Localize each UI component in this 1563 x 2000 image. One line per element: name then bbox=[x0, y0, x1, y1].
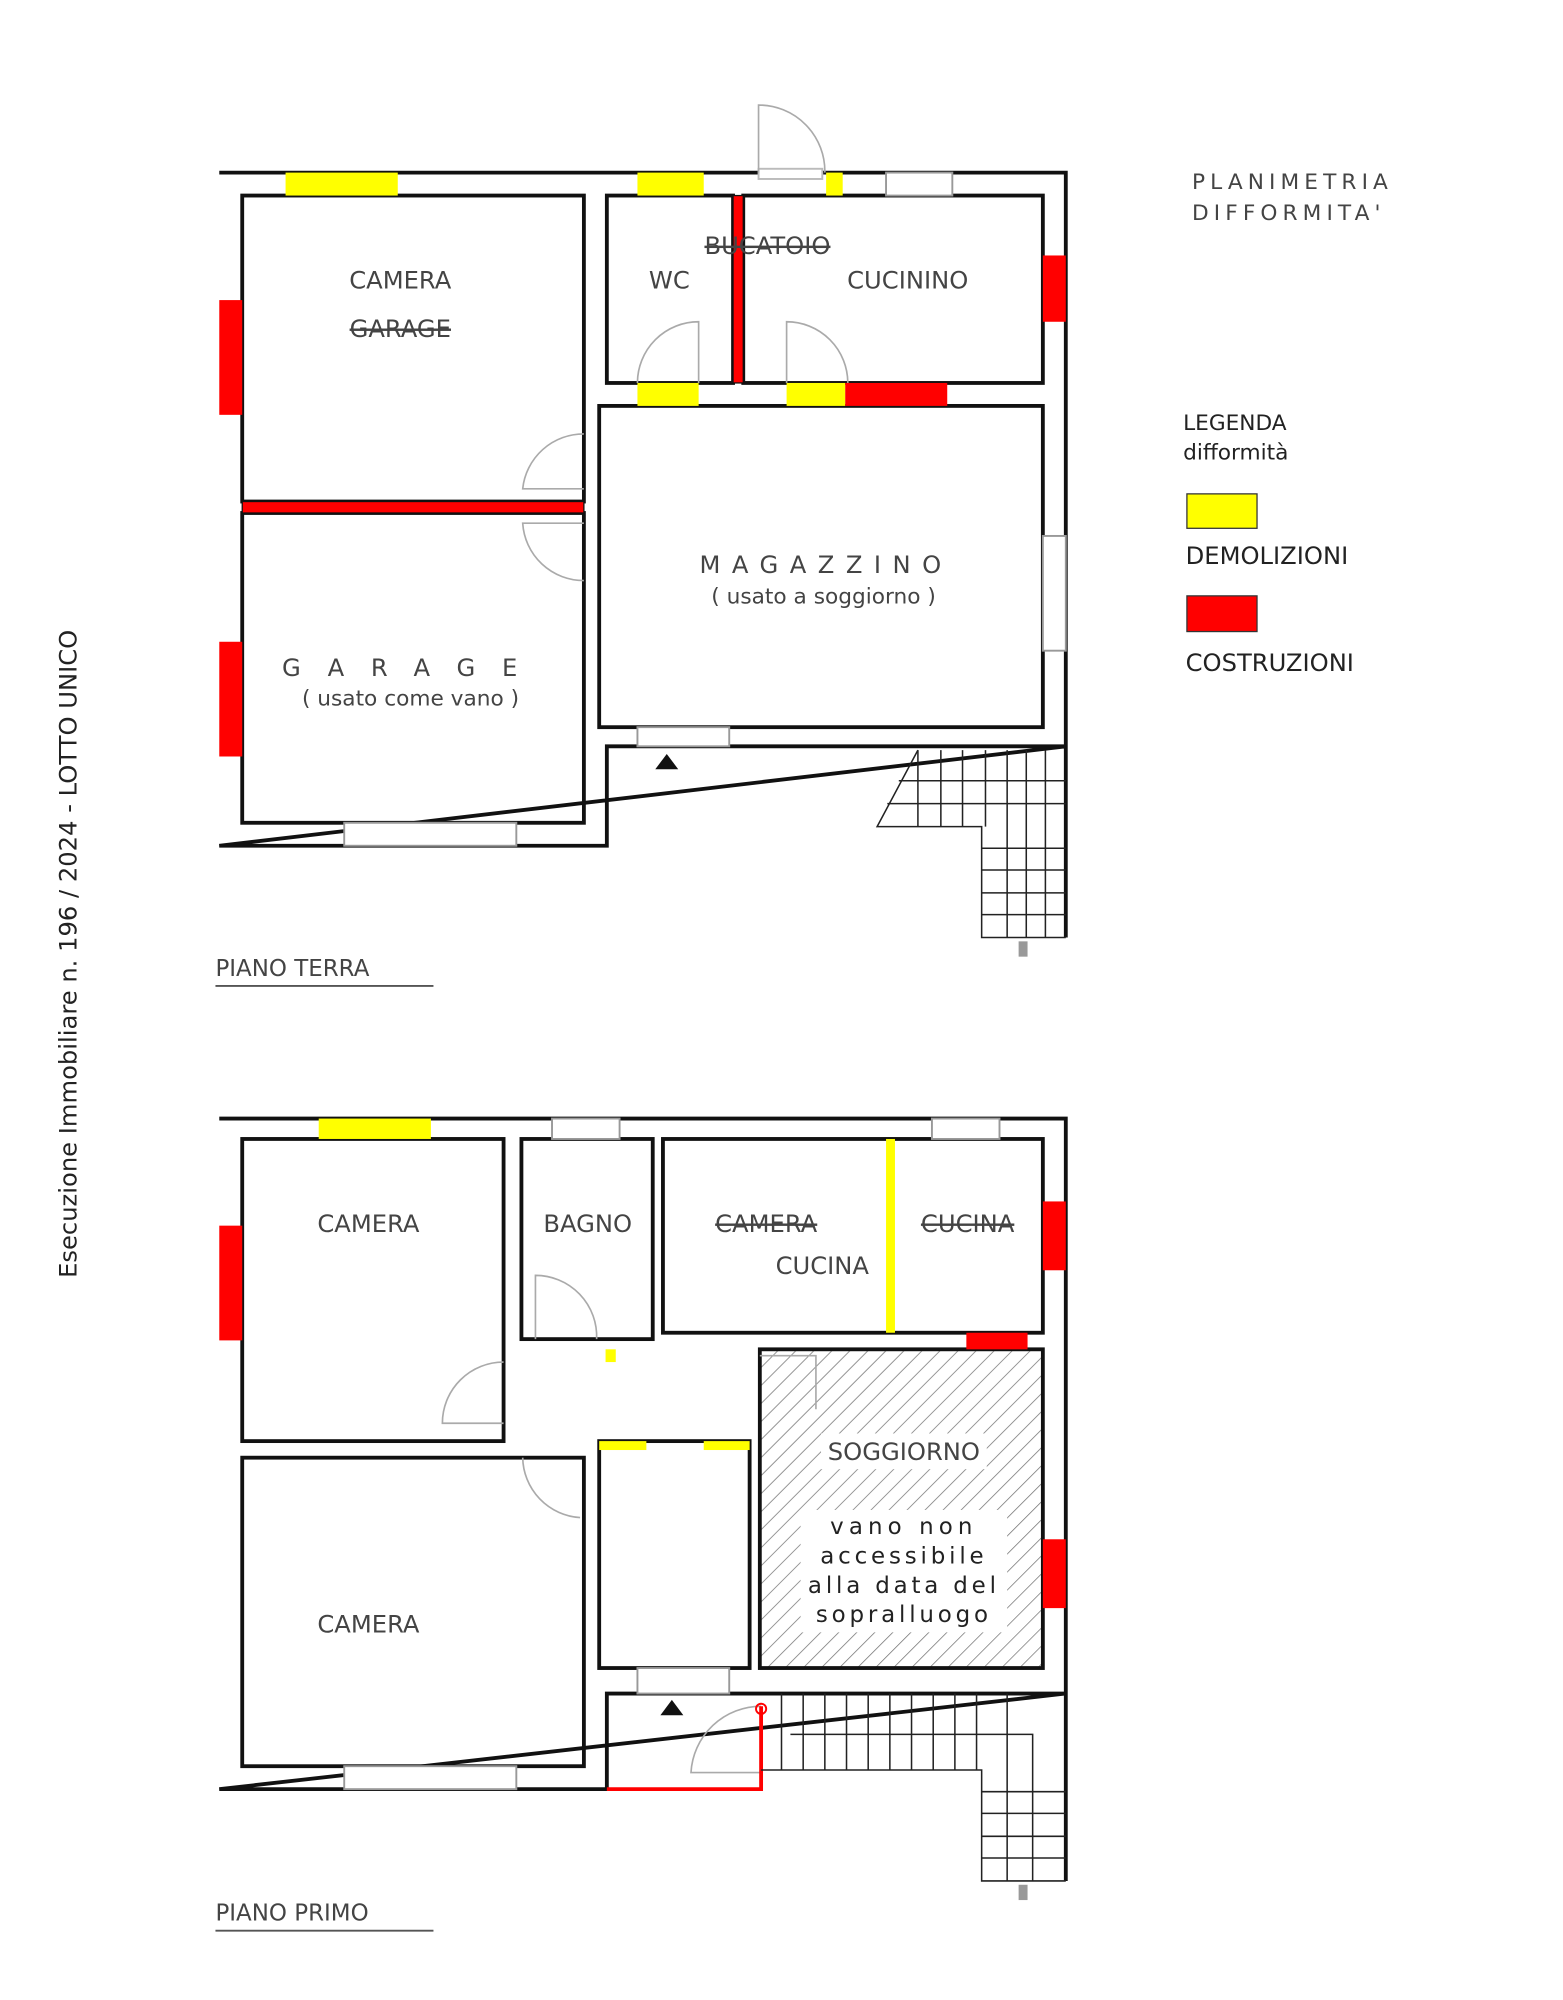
room-label-camera: CAMERA bbox=[317, 1210, 420, 1238]
construction-mark bbox=[732, 194, 744, 384]
demolition-mark bbox=[599, 1441, 647, 1451]
legend-label-demolition: DEMOLIZIONI bbox=[1186, 542, 1349, 570]
construction-mark bbox=[606, 1706, 764, 1792]
construction-mark bbox=[219, 641, 243, 757]
first-floor-plan: CAMERA BAGNO CAMERA CUCINA CUCINA SOGGIO… bbox=[215, 1116, 1068, 1932]
ground-floor-plan: CAMERA GARAGE WC BUCATOIO CUCININO MAGAZ… bbox=[215, 104, 1068, 987]
inaccessible-note-line: accessibile bbox=[820, 1543, 987, 1569]
legend-subtitle: difformità bbox=[1183, 440, 1288, 465]
demolition-mark bbox=[637, 172, 704, 196]
demolition-mark bbox=[318, 1118, 431, 1139]
room-label-camera-struck: CAMERA bbox=[715, 1210, 818, 1238]
construction-mark bbox=[845, 382, 948, 406]
demolition-mark bbox=[703, 1441, 750, 1451]
legend-swatch-demolition bbox=[1186, 493, 1258, 529]
demolition-mark bbox=[826, 172, 843, 196]
demolition-mark bbox=[605, 1349, 616, 1363]
room-note-magazzino: ( usato a soggiorno ) bbox=[711, 585, 936, 610]
room-note-garage: ( usato come vano ) bbox=[302, 687, 519, 712]
floor-label-first: PIANO PRIMO bbox=[215, 1900, 368, 1926]
entrance-arrow-icon bbox=[655, 753, 679, 770]
construction-mark bbox=[966, 1332, 1028, 1350]
drawing-title-line2: DIFFORMITA' bbox=[1192, 201, 1386, 226]
demolition-mark bbox=[786, 382, 846, 406]
room-label-camera: CAMERA bbox=[317, 1610, 420, 1638]
demolition-mark bbox=[285, 172, 398, 196]
legend: LEGENDA difformità DEMOLIZIONI COSTRUZIO… bbox=[1183, 411, 1354, 677]
construction-mark bbox=[241, 500, 585, 514]
room-label-bagno: BAGNO bbox=[543, 1210, 632, 1238]
room-label-garage: GARAGE bbox=[282, 654, 544, 682]
legend-title: LEGENDA bbox=[1183, 411, 1287, 436]
room-label-camera: CAMERA bbox=[349, 267, 452, 295]
room-label-cucinino: CUCININO bbox=[847, 267, 968, 295]
construction-mark bbox=[219, 1225, 243, 1341]
demolition-mark bbox=[886, 1138, 895, 1333]
room-label-cucina-struck: CUCINA bbox=[921, 1210, 1015, 1238]
construction-mark bbox=[219, 300, 243, 415]
construction-mark bbox=[1042, 255, 1066, 322]
floor-label-ground: PIANO TERRA bbox=[215, 956, 369, 982]
construction-mark bbox=[1042, 1201, 1066, 1271]
inaccessible-note-line: alla data del bbox=[808, 1573, 1000, 1599]
legend-swatch-construction bbox=[1186, 595, 1258, 633]
demolition-mark bbox=[637, 382, 699, 406]
room-label-garage-struck: GARAGE bbox=[350, 315, 451, 343]
room-label-cucina: CUCINA bbox=[776, 1252, 870, 1280]
legend-label-construction: COSTRUZIONI bbox=[1186, 649, 1354, 677]
room-label-wc: WC bbox=[649, 267, 690, 295]
room-label-soggiorno: SOGGIORNO bbox=[828, 1438, 980, 1466]
staircase bbox=[761, 1693, 1066, 1901]
inaccessible-note-line: vano non bbox=[830, 1514, 977, 1540]
side-caption: Esecuzione Immobiliare n. 196 / 2024 - L… bbox=[54, 630, 82, 1278]
room-label-magazzino: MAGAZZINO bbox=[700, 551, 953, 579]
inaccessible-note-line: sopralluogo bbox=[816, 1602, 992, 1628]
staircase bbox=[875, 749, 1066, 957]
entrance-arrow-icon bbox=[660, 1699, 684, 1716]
room-label-bucatoio-struck: BUCATOIO bbox=[704, 232, 830, 260]
drawing-title-line1: PLANIMETRIA bbox=[1192, 170, 1393, 195]
construction-mark bbox=[1042, 1539, 1066, 1609]
